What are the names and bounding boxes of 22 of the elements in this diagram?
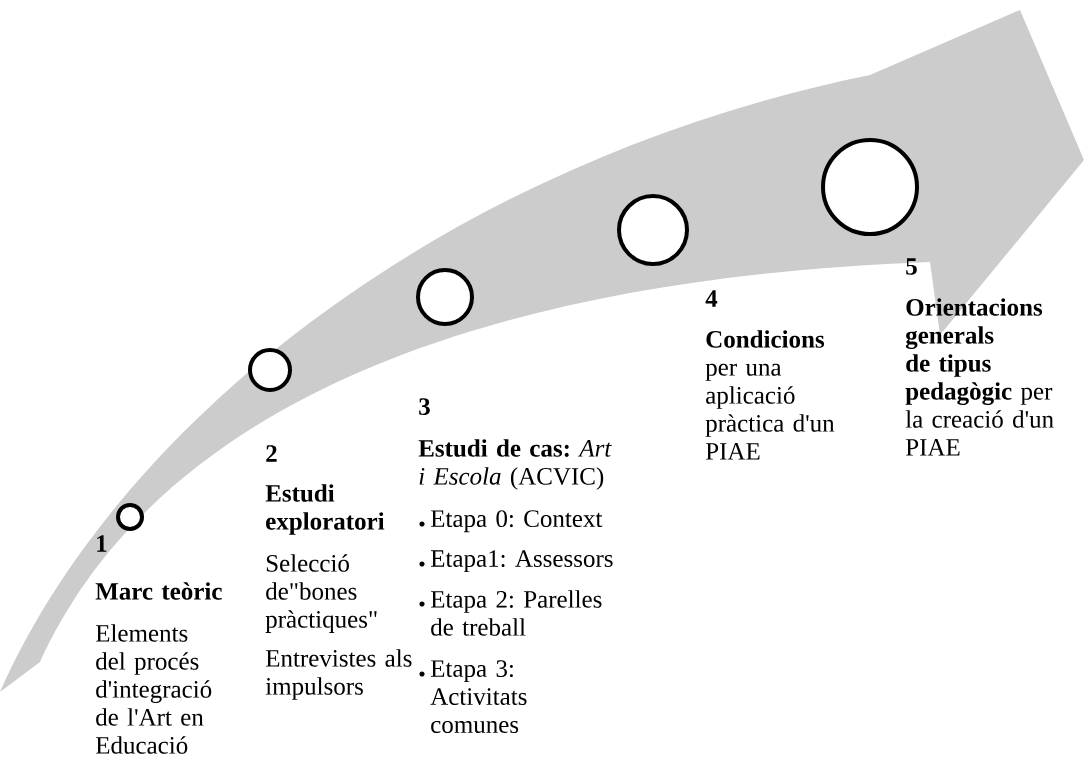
- circle-marker: [617, 194, 689, 266]
- step-description: Selecció de"bones pràctiques": [265, 554, 377, 633]
- step-heading: Estudi exploratori: [265, 484, 385, 535]
- step-description: Condicions per una aplicació pràctica d'un PIAE: [705, 330, 835, 460]
- bullet-item: Etapa1: Assessors: [419, 550, 613, 573]
- step-description: Orientacions generals de tipus pedagògic per la creació d'un PIAE: [905, 298, 1054, 456]
- circle-marker: [116, 503, 144, 531]
- step-description: Entrevistes als impulsors: [265, 649, 412, 700]
- circle-marker: [248, 348, 292, 392]
- step-number: 2: [266, 445, 277, 462]
- step-number: 3: [419, 398, 430, 415]
- bullet-item: Etapa 3: Activitats comunes: [419, 660, 527, 733]
- bullet-item: Etapa 0: Context: [419, 510, 603, 533]
- step-heading: Estudi de cas: Art i Escola (ACVIC): [418, 439, 612, 490]
- circle-marker: [416, 268, 474, 326]
- circle-marker: [821, 138, 919, 236]
- step-description: Elements del procés d'integració de l'Art en Educació: [95, 624, 212, 754]
- step-number: 1: [97, 535, 107, 552]
- step-heading: Marc teòric: [95, 582, 222, 600]
- bullet-item: Etapa 2: Parelles de treball: [419, 590, 602, 636]
- step-number: 4: [705, 290, 718, 307]
- step-number: 5: [906, 258, 917, 275]
